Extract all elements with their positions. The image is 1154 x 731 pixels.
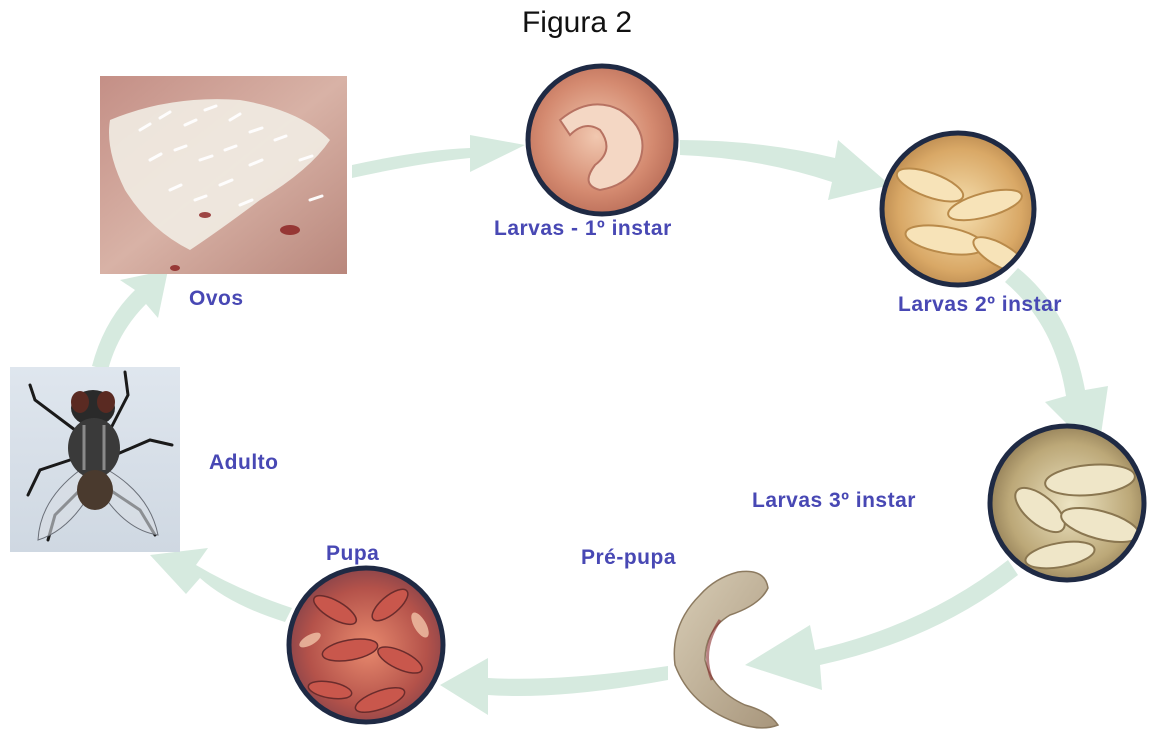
pupa-photo (285, 565, 450, 730)
adult-fly-photo (10, 367, 180, 552)
arrow-prepupa-to-pupa (440, 658, 668, 715)
larva1-photo (520, 60, 690, 230)
figure-title: Figura 2 (0, 6, 1154, 40)
arrow-larva3-to-prepupa (745, 560, 1018, 690)
prepupa-photo (674, 571, 778, 728)
label-pupa: Pupa (326, 542, 379, 566)
label-larva2: Larvas 2º instar (898, 293, 1062, 317)
label-prepupa: Pré-pupa (581, 546, 676, 570)
arrow-larva1-to-larva2 (680, 140, 890, 200)
arrow-pupa-to-adulto (150, 548, 292, 622)
label-larva3: Larvas 3º instar (752, 489, 916, 513)
eggs-photo (100, 76, 347, 274)
arrow-adulto-to-ovos (92, 270, 168, 370)
label-ovos: Ovos (189, 287, 244, 311)
label-adulto: Adulto (209, 451, 278, 475)
label-larva1: Larvas - 1º instar (494, 217, 672, 241)
arrow-ovos-to-larva1 (352, 135, 525, 178)
